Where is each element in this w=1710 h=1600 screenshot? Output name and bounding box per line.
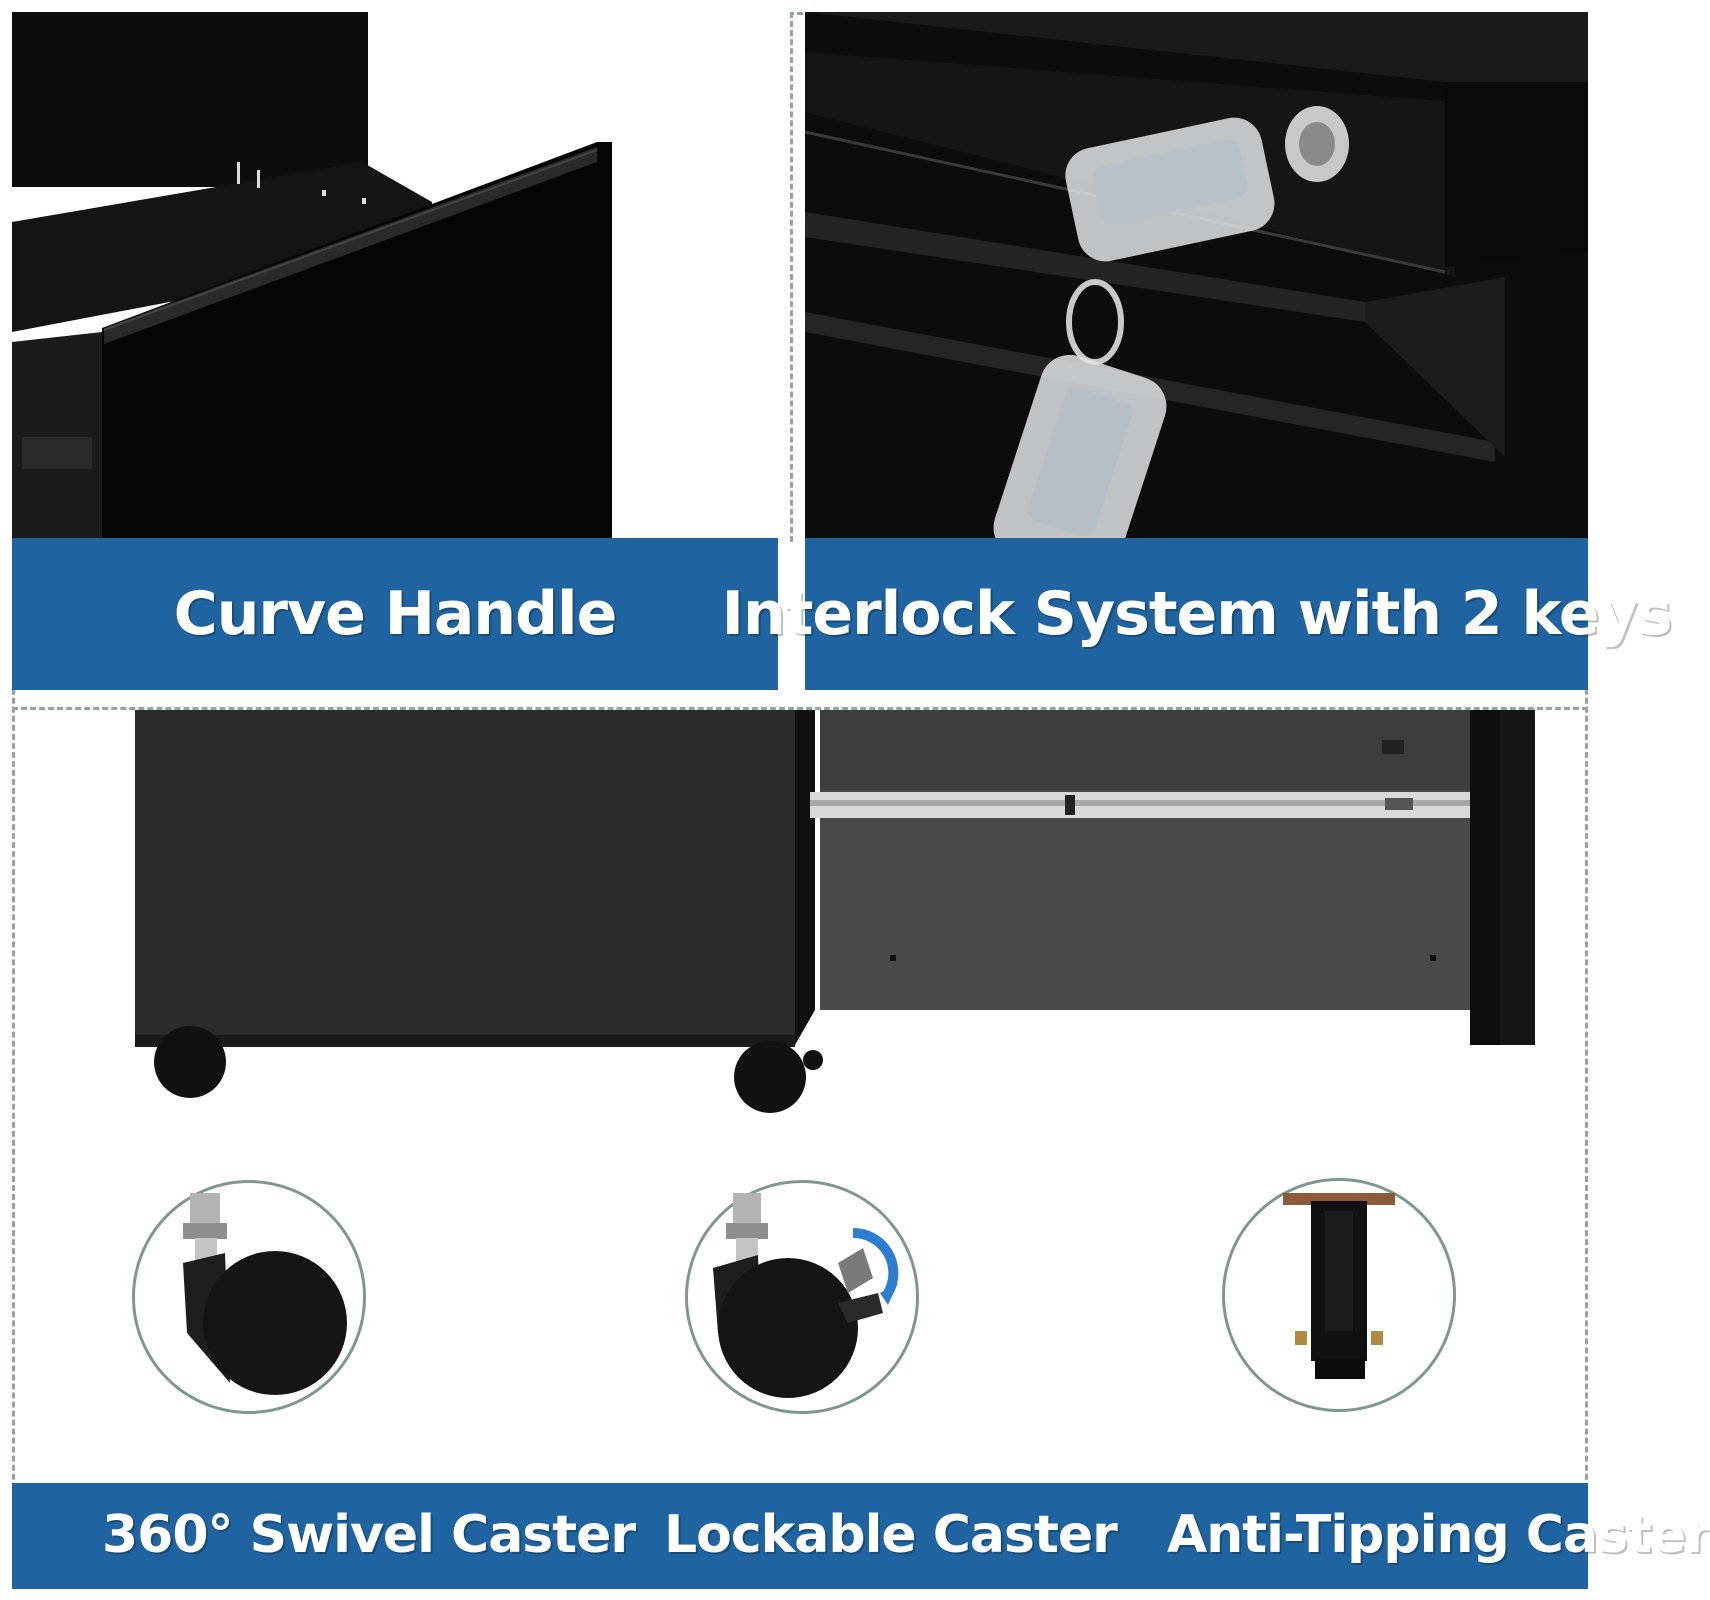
right-divider [1585,12,1588,1588]
interlock-photo [804,12,1588,580]
swivel-caster-icon [132,1180,366,1414]
drawer-slide-photo [130,710,1540,1113]
anti-tipping-caster-icon [1222,1178,1456,1412]
anti-tipping-caster-caption: Anti-Tipping Caster [1167,1505,1710,1565]
swivel-caster-caption: 360° Swivel Caster [102,1505,636,1565]
top-divider [12,12,1588,15]
feature-infographic: Curve Handle Interlock System with 2 key… [12,12,1710,1589]
left-divider [12,12,15,1588]
center-divider [790,12,793,542]
curve-handle-photo [12,12,790,538]
curve-handle-banner: Curve Handle [12,538,778,690]
middle-divider [12,707,1588,710]
lockable-caster-caption: Lockable Caster [664,1505,1118,1565]
lockable-caster-icon [685,1180,919,1414]
curve-handle-caption: Curve Handle [173,579,618,649]
caster-banner: 360° Swivel Caster Lockable Caster Anti-… [12,1483,1710,1589]
interlock-caption: Interlock System with 2 keys [721,579,1673,649]
interlock-banner: Interlock System with 2 keys [722,538,1672,690]
